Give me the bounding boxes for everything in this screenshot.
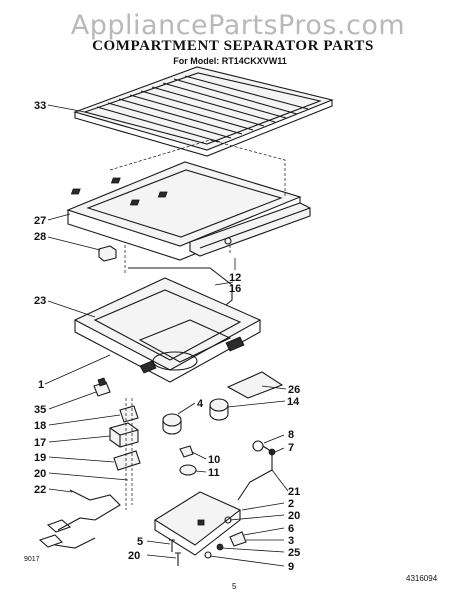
- callout-7: 7: [288, 442, 294, 454]
- part-12-channel: [189, 202, 311, 257]
- callout-18: 18: [34, 420, 46, 432]
- watermark: AppliancePartsPros.com: [71, 10, 405, 41]
- callout-labels: 33 27 28 12 16 23 1 26 35 4 14 18 17 8 7…: [34, 100, 300, 573]
- callout-12: 12: [229, 272, 241, 284]
- callout-1: 1: [38, 379, 44, 391]
- part-26-pad: [226, 371, 284, 399]
- part-2-housing: [153, 491, 247, 559]
- callout-4: 4: [197, 398, 204, 410]
- part-11-washer: [179, 464, 197, 476]
- part-17-control: [109, 422, 139, 448]
- callout-2: 2: [288, 498, 294, 510]
- model-subtitle: For Model: RT14CKXVW11: [173, 56, 287, 66]
- part-18-housing: [119, 405, 139, 423]
- part-21-wire: [237, 452, 273, 501]
- document-number: 4316094: [406, 574, 438, 583]
- part-35-knob: [93, 377, 111, 397]
- callout-21: 21: [288, 486, 300, 498]
- page-number: 5: [232, 582, 237, 591]
- callout-14: 14: [287, 396, 300, 408]
- part-5-screw: [169, 539, 175, 552]
- callout-23: 23: [34, 295, 46, 307]
- callout-11: 11: [208, 467, 220, 479]
- corner-code: 9017: [24, 556, 40, 563]
- part-27-frame: [66, 139, 302, 275]
- part-14-fitting: [209, 398, 229, 421]
- part-33-shelf: [73, 66, 334, 157]
- callout-5: 5: [137, 536, 143, 548]
- callout-33: 33: [34, 100, 46, 112]
- part-4-fitting: [162, 413, 182, 435]
- callout-8: 8: [288, 429, 294, 441]
- leader-lines: [44, 104, 289, 567]
- callout-17: 17: [34, 437, 46, 449]
- callout-25: 25: [288, 547, 300, 559]
- callout-3: 3: [288, 535, 294, 547]
- part-8-sensor: [237, 440, 276, 501]
- callout-28: 28: [34, 231, 46, 243]
- part-19-bracket: [113, 450, 141, 471]
- diagram-title: COMPARTMENT SEPARATOR PARTS: [92, 38, 374, 54]
- callout-6: 6: [288, 523, 294, 535]
- callout-9: 9: [288, 561, 294, 573]
- part-20-screw: [175, 552, 181, 566]
- part-23-separator: [73, 277, 262, 383]
- callout-20: 20: [34, 468, 46, 480]
- callout-26: 26: [288, 384, 300, 396]
- part-22-harness: [38, 489, 121, 549]
- part-10-grommet: [179, 445, 194, 458]
- callout-22: 22: [34, 484, 46, 496]
- callout-10: 10: [208, 454, 220, 466]
- callout-20: 20: [288, 510, 300, 522]
- callout-16: 16: [229, 283, 241, 295]
- callout-19: 19: [34, 452, 46, 464]
- callout-20: 20: [128, 550, 140, 562]
- part-28-block: [98, 245, 117, 262]
- callout-35: 35: [34, 404, 46, 416]
- callout-27: 27: [34, 215, 46, 227]
